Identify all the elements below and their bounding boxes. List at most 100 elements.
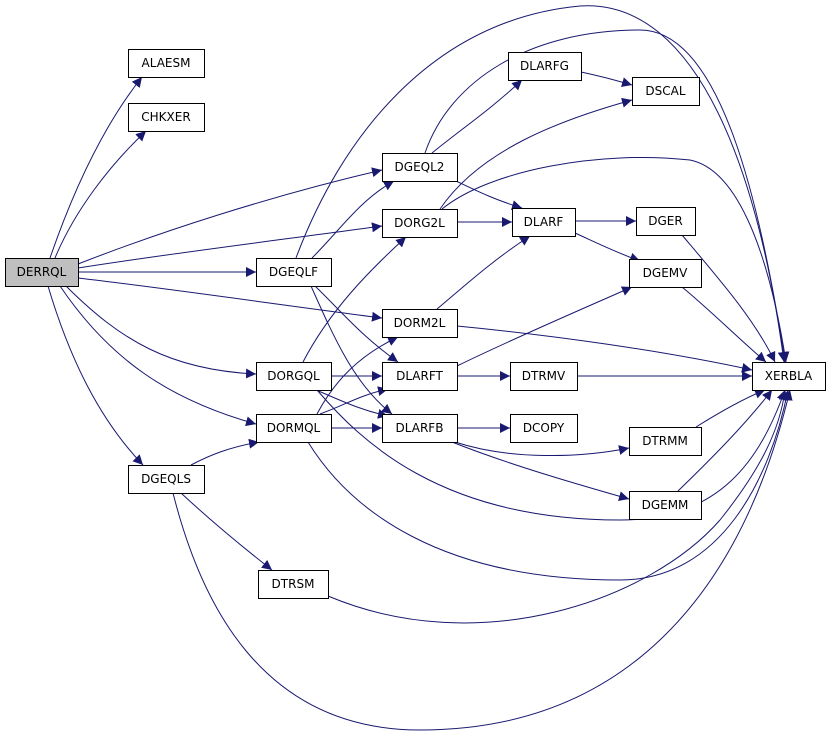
edge-derrql-to-dorgql (65, 285, 257, 379)
node-dlarft[interactable]: DLARFT (382, 362, 458, 391)
node-box (508, 52, 582, 81)
edge-dtrmm-to-xerbla (695, 389, 766, 428)
node-dgeqlf[interactable]: DGEQLF (256, 258, 332, 287)
node-label: CHKXER (141, 110, 190, 124)
edge-dorm2l-to-xerbla (456, 325, 753, 373)
node-alaesm[interactable]: ALAESM (128, 49, 205, 78)
node-box (636, 207, 696, 236)
node-dgeqls[interactable]: DGEQLS (128, 465, 205, 494)
node-dorg2l[interactable]: DORG2L (382, 209, 458, 238)
node-dorm2l[interactable]: DORM2L (382, 309, 458, 338)
node-dscal[interactable]: DSCAL (632, 77, 700, 106)
node-dlarfb[interactable]: DLARFB (382, 414, 458, 443)
edge-dgeqls-to-dtrsm (180, 492, 273, 571)
edge-dgemm-to-xerbla (677, 389, 773, 492)
edge-dgeqlf-to-xerbla (295, 5, 788, 363)
edge-derrql-to-dgeqls (47, 285, 144, 466)
node-label: DCOPY (523, 421, 565, 435)
node-label: DLARFT (396, 369, 443, 383)
edge-dorgql-to-xerbla (316, 389, 787, 521)
edge-dorgql-to-dlarfb (315, 389, 389, 419)
node-xerbla[interactable]: XERBLA (752, 362, 826, 391)
node-box (382, 414, 458, 443)
edge-dgeqls-to-dormql (190, 438, 260, 466)
node-box (382, 309, 458, 338)
node-dorgql[interactable]: DORGQL (256, 362, 332, 391)
node-box (128, 49, 205, 78)
edge-derrql-to-dormql (59, 285, 257, 427)
edge-derrql-to-chkxer (54, 130, 147, 259)
node-box (510, 362, 578, 391)
node-box (629, 259, 702, 288)
edge-dormql-to-dorm2l (316, 336, 399, 415)
node-dcopy[interactable]: DCOPY (510, 414, 578, 443)
node-box (256, 362, 332, 391)
node-chkxer[interactable]: CHKXER (128, 103, 205, 132)
node-label: DLARFG (520, 59, 569, 73)
node-dtrmv[interactable]: DTRMV (510, 362, 578, 391)
node-box (256, 258, 332, 287)
node-box (382, 209, 458, 238)
node-dgemm[interactable]: DGEMM (629, 491, 702, 520)
edge-dormql-to-xerbla (307, 389, 791, 581)
edge-dtrsm-to-xerbla (327, 389, 789, 624)
node-dtrsm[interactable]: DTRSM (258, 570, 329, 599)
edge-dorg2l-to-xerbla (441, 156, 790, 363)
edge-dgeql2-to-dlarfg (431, 79, 523, 154)
node-label: XERBLA (765, 369, 813, 383)
node-dgeql2[interactable]: DGEQL2 (382, 153, 458, 182)
node-dger[interactable]: DGER (636, 207, 696, 236)
node-box (632, 77, 700, 106)
edge-dgeqlf-to-dgeql2 (311, 180, 395, 259)
node-label: ALAESM (142, 56, 191, 70)
node-label: DGEMM (642, 498, 689, 512)
edge-dgeqlf-to-dlarft (314, 285, 399, 363)
node-label: DTRSM (272, 577, 315, 591)
edge-dlarfb-to-dgemm (451, 441, 630, 502)
edge-derrql-to-dgeql2 (77, 167, 383, 265)
edge-dlarfg-to-dscal (580, 71, 633, 87)
edge-derrql-to-dorg2l (77, 222, 383, 269)
edge-dormql-to-dlarft (319, 386, 389, 415)
node-label: DGEMV (643, 266, 688, 280)
node-box (629, 491, 702, 520)
edge-derrql-to-alaesm (49, 76, 143, 259)
node-label: DERRQL (17, 265, 67, 279)
edge-dgemv-to-xerbla (681, 286, 767, 363)
edge-dorm2l-to-dlarf (436, 235, 531, 310)
node-box (5, 258, 79, 287)
edge-dorgql-to-dorg2l (302, 236, 407, 363)
node-dlarf[interactable]: DLARF (512, 208, 576, 237)
node-dormql[interactable]: DORMQL (256, 414, 332, 443)
node-label: DTRMV (522, 369, 566, 383)
node-dlarfg[interactable]: DLARFG (508, 52, 582, 81)
node-label: DORMQL (267, 421, 321, 435)
node-label: DTRMM (642, 434, 688, 448)
node-box (510, 414, 578, 443)
edge-dorg2l-to-dscal (439, 97, 633, 210)
node-box (752, 362, 826, 391)
node-label: DORG2L (394, 216, 445, 230)
node-box (629, 427, 702, 456)
node-dtrmm[interactable]: DTRMM (629, 427, 702, 456)
node-label: DGEQLF (269, 265, 318, 279)
node-label: DORM2L (394, 316, 446, 330)
node-box (128, 103, 205, 132)
edge-layer (47, 5, 793, 731)
node-box (128, 465, 205, 494)
node-label: DLARFB (396, 421, 444, 435)
node-box (256, 414, 332, 443)
node-label: DORGQL (267, 369, 320, 383)
node-label: DLARF (524, 215, 564, 229)
node-box (382, 362, 458, 391)
node-box (382, 153, 458, 182)
node-dgemv[interactable]: DGEMV (629, 259, 702, 288)
node-box (258, 570, 329, 599)
edge-dgeql2-to-xerbla (424, 29, 789, 363)
edge-dgeql2-to-dlarf (455, 180, 523, 210)
node-derrql[interactable]: DERRQL (5, 258, 79, 287)
node-label: DGER (648, 214, 682, 228)
node-label: DSCAL (645, 84, 685, 98)
